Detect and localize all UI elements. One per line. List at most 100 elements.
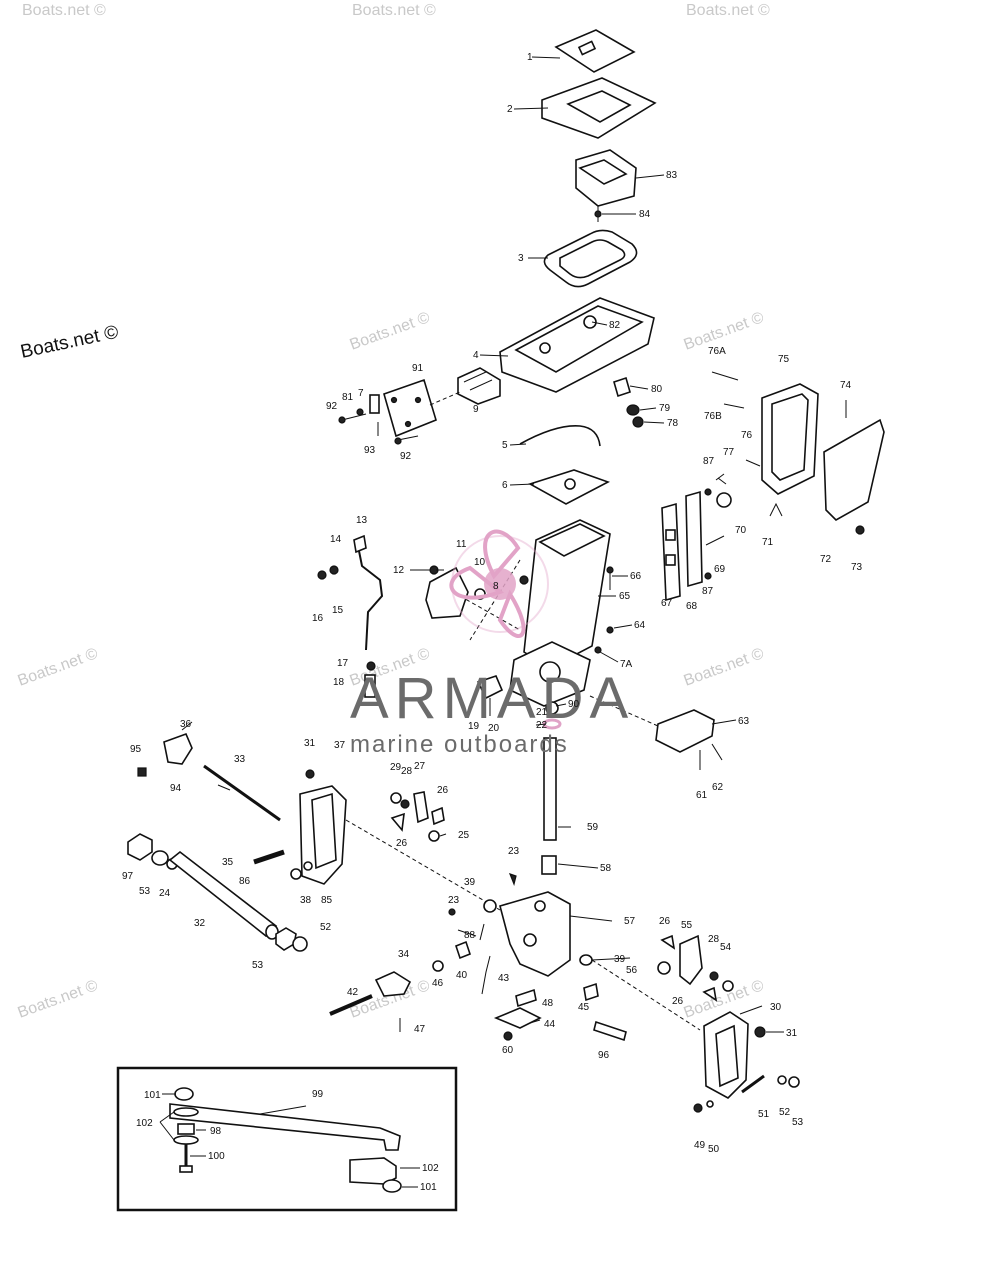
part-26b [431,806,445,826]
diagram-shape [217,784,231,791]
upper-bracket-group [338,367,501,445]
nut-53b [788,1076,800,1088]
callout-label: 44 [544,1019,556,1030]
diagram-shape [643,421,665,424]
callout-label: 71 [762,537,774,548]
diagram-shape [555,703,567,707]
block-95 [137,767,147,777]
callout-label: 20 [488,723,500,734]
callout-label: 66 [630,571,642,582]
nut-7A [594,646,602,654]
callout-label: 58 [600,863,612,874]
callout-label: 76A [708,346,726,357]
diagram-shape [569,915,613,922]
top-cover-assembly [499,29,657,393]
diagram-shape [414,396,422,404]
watermark-text: Boats.net © [16,977,101,1022]
part-28b [709,971,719,981]
callout-label: 19 [468,721,480,732]
lever-94 [163,732,193,765]
logo-ring [451,535,549,633]
diagram-shape [404,420,412,428]
washer-39 [483,899,497,913]
diagram-shape [311,792,337,870]
callout-label: 42 [347,987,359,998]
watermarks: Boats.net © Boats.net © Boats.net © Boat… [16,2,770,1022]
part-8 [519,575,529,585]
washer-39b [579,954,593,966]
callout-label: 55 [681,920,693,931]
watermark-text: Boats.net © [16,645,101,690]
callout-label: 7 [358,388,364,399]
callout-label: 47 [414,1024,426,1035]
lower-small-parts [329,923,627,1042]
callout-label: 23 [508,846,520,857]
part-54 [722,980,734,992]
diagram-shape [591,959,701,1031]
callout-label: 77 [723,447,735,458]
driveshaft-housing [469,519,611,707]
callout-label: 36 [180,719,192,730]
screw-76 [745,459,761,467]
bracket-63-group [589,695,723,770]
callout-label: 81 [342,392,354,403]
diagram-shape [591,957,631,961]
callout-label: 21 [536,707,548,718]
diagram-shape [459,595,521,631]
callout-label: 5 [502,440,508,451]
lower-left-group [137,721,501,911]
part-26c [660,934,676,950]
callout-label: 26 [396,838,408,849]
callout-label: 69 [714,564,726,575]
part-plate-1-slot [577,40,597,56]
diagram-shape [711,719,737,725]
diagram-shape [635,174,665,179]
callout-label: 83 [666,170,678,181]
nut-52 [292,936,308,952]
callout-label: 101 [420,1182,437,1193]
part-85 [303,861,313,871]
callout-label: 65 [619,591,631,602]
callout-label: 63 [738,716,750,727]
block-34 [374,971,412,997]
cowl-72 [823,418,885,521]
bolt-92b [397,435,419,441]
diagram-shape [629,385,649,390]
rod-42 [329,994,373,1016]
part-adapter-2-inner [566,90,632,123]
diagram-shape [159,1111,175,1123]
part-seal-3-inner [559,239,626,279]
callout-label: 46 [432,978,444,989]
callout-label: 93 [364,445,376,456]
right-housing-plates [661,473,732,602]
part-44 [493,1007,542,1029]
screw-77 [715,473,725,481]
link-55 [679,934,703,986]
screw-84-head [594,210,602,218]
part-adapter-plate-4-top [514,305,644,373]
screw-64 [606,626,614,634]
callout-label: 57 [624,916,636,927]
housing-65 [523,519,611,669]
part-plate-1 [554,29,636,73]
diagram-shape [529,1019,541,1024]
callout-label: 22 [536,720,548,731]
callout-label: 87 [703,456,715,467]
callout-label: 74 [840,380,852,391]
callout-label: 67 [661,598,673,609]
callout-label: 53 [252,960,264,971]
callout-label: 18 [333,677,345,688]
part-79 [626,404,640,416]
diagram-shape [338,416,346,424]
callout-label: 25 [458,830,470,841]
callout-label: 1 [527,52,533,63]
callout-label: 31 [304,738,316,749]
diagram-shape [557,863,599,869]
callout-label: 24 [159,888,171,899]
callout-label: 59 [587,822,599,833]
callout-label: 92 [400,451,412,462]
callout-label: 56 [626,965,638,976]
callout-label: 26 [672,996,684,1007]
